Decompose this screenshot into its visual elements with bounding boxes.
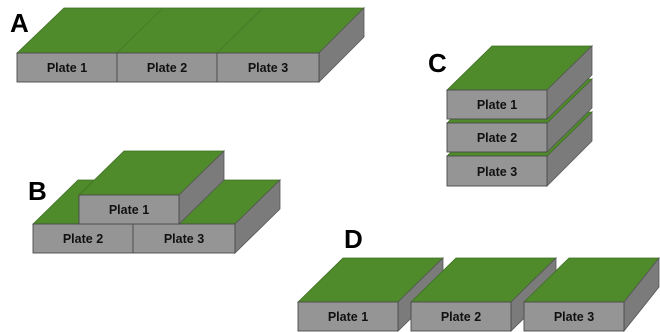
panel-b: Plate 2 Plate 3 Plate 1 — [32, 150, 281, 254]
panel-b-letter: B — [28, 176, 47, 206]
panel-d-plate-3-label: Plate 3 — [554, 310, 594, 324]
panel-a-plate: Plate 3 — [216, 52, 320, 83]
panel-a-plate: Plate 1 — [16, 52, 118, 83]
panel-a-top-seam — [216, 7, 264, 54]
panel-b-plate-1-label: Plate 1 — [109, 203, 149, 217]
panel-a-top-surface — [16, 7, 365, 54]
panel-d: Plate 1 Plate 2 Plate 3 — [297, 256, 660, 332]
panel-c-plate: Plate 1 — [446, 89, 548, 120]
panel-d-plate-1-label: Plate 1 — [328, 310, 368, 324]
panel-d-letter: D — [344, 224, 363, 254]
panel-a-plate-1-label: Plate 1 — [47, 61, 87, 75]
panel-a-top-seam — [116, 7, 164, 54]
panel-b-plate: Plate 3 — [132, 223, 236, 254]
panel-d-plate: Plate 3 — [523, 256, 660, 332]
panel-c: Plate 1 Plate 2 Plate 3 — [446, 45, 593, 187]
panel-c-letter: C — [428, 48, 447, 78]
panel-a: Plate 1 Plate 2 Plate 3 — [16, 7, 365, 83]
panel-b-plate-3-label: Plate 3 — [164, 232, 204, 246]
panel-b-plate: Plate 1 — [78, 194, 180, 225]
panel-a-plate-3-front — [216, 52, 320, 83]
panel-c-plate: Plate 2 — [446, 122, 548, 153]
panel-b-plate-2-front — [32, 223, 134, 254]
panel-d-plate-1-front — [297, 301, 399, 332]
panel-a-plate-3-label: Plate 3 — [248, 61, 288, 75]
panel-c-plate-3-front — [446, 155, 548, 187]
panel-a-plate-2-front — [116, 52, 218, 83]
panel-c-plate-3-label: Plate 3 — [477, 165, 517, 179]
panel-b-plate-2-label: Plate 2 — [63, 232, 103, 246]
panel-d-plate: Plate 2 — [410, 257, 557, 332]
panel-b-plate-1-front — [78, 194, 180, 225]
panel-b-plate: Plate 2 — [32, 223, 134, 254]
panel-d-plate-2-front — [410, 301, 512, 332]
panel-a-plate-1-front — [16, 52, 118, 83]
panel-a-letter: A — [10, 8, 29, 38]
panel-a-plate-2-label: Plate 2 — [147, 61, 187, 75]
panel-c-plate: Plate 3 — [446, 155, 548, 187]
panel-c-plate-1-label: Plate 1 — [477, 98, 517, 112]
panel-d-plate-2-label: Plate 2 — [441, 310, 481, 324]
panel-c-plate-2-label: Plate 2 — [477, 131, 517, 145]
panel-a-plate: Plate 2 — [116, 52, 218, 83]
panel-d-plate-3-front — [523, 301, 625, 332]
panel-c-plate-1-front — [446, 89, 548, 120]
panel-c-plate-2-front — [446, 122, 548, 153]
panel-b-plate-3-front — [132, 223, 236, 254]
